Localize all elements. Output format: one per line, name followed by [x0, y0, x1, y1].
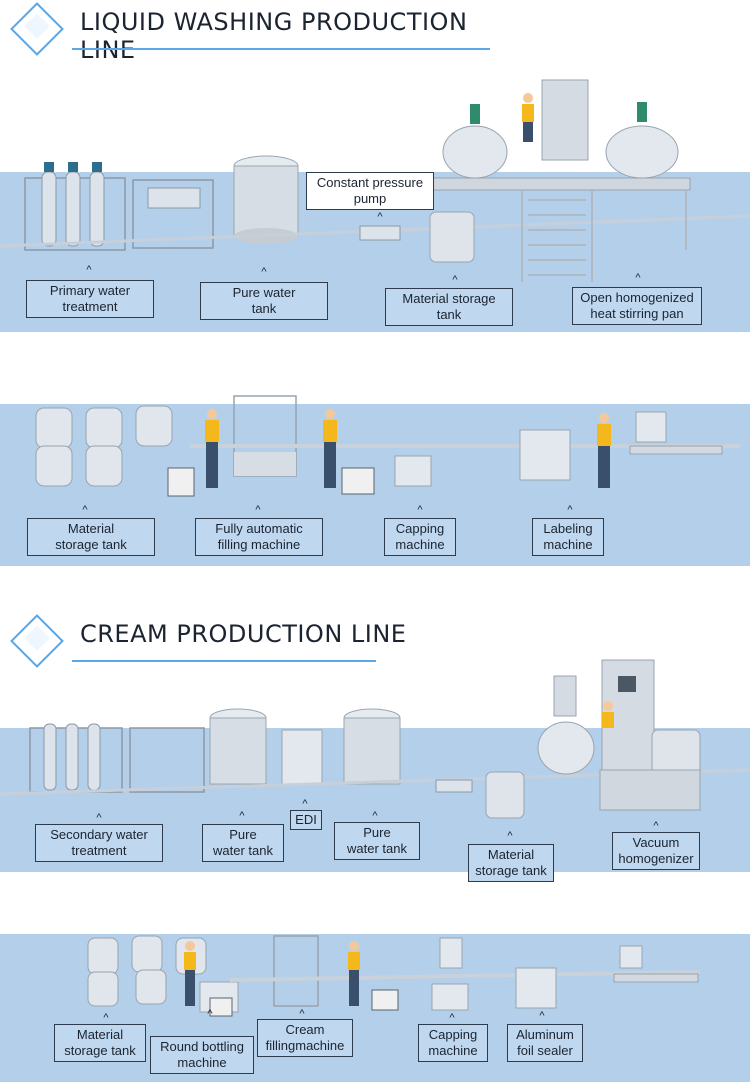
label-aluminum-foil-sealer: Aluminum foil sealer: [507, 1024, 583, 1062]
pointer-caret: ^: [255, 504, 261, 516]
section-header-cream: CREAM PRODUCTION LINE: [0, 614, 520, 674]
pointer-caret: ^: [86, 264, 92, 276]
label-fully-automatic-filling-machine: Fully automatic filling machine: [195, 518, 323, 556]
label-pure-water-tank: Pure water tank: [200, 282, 328, 320]
section-header-liquid: LIQUID WASHING PRODUCTION LINE: [0, 2, 520, 64]
pointer-caret: ^: [372, 810, 378, 822]
label-primary-water-treatment: Primary water treatment: [26, 280, 154, 318]
label-labeling-machine: Labeling machine: [532, 518, 604, 556]
pointer-caret: ^: [449, 1012, 455, 1024]
pointer-caret: ^: [261, 266, 267, 278]
pointer-caret: ^: [507, 830, 513, 842]
label-round-bottling-machine: Round bottling machine: [150, 1036, 254, 1074]
title-underline: [72, 48, 490, 50]
label-open-homogenized-pan: Open homogenized heat stirring pan: [572, 287, 702, 325]
label-material-storage-tank-cream-2: Material storage tank: [54, 1024, 146, 1062]
label-edi: EDI: [290, 810, 322, 830]
liquid-line-1-illustration: [0, 79, 750, 282]
cream-line-1-illustration: [0, 659, 750, 819]
pointer-caret: ^: [539, 1010, 545, 1022]
pointer-caret: ^: [207, 1008, 213, 1020]
pointer-caret: ^: [96, 812, 102, 824]
pointer-caret: ^: [567, 504, 573, 516]
label-material-storage-tank-2: Material storage tank: [27, 518, 155, 556]
label-pure-water-tank-cream-2: Pure water tank: [334, 822, 420, 860]
label-material-storage-tank: Material storage tank: [385, 288, 513, 326]
liquid-line-2-illustration: [35, 395, 740, 497]
pointer-caret: ^: [103, 1012, 109, 1024]
label-material-storage-tank-cream: Material storage tank: [468, 844, 554, 882]
label-cream-filling-machine: Cream fillingmachine: [257, 1019, 353, 1057]
title-underline: [72, 660, 376, 662]
section-title: CREAM PRODUCTION LINE: [80, 620, 407, 648]
pointer-caret: ^: [653, 820, 659, 832]
label-vacuum-homogenizer: Vacuum homogenizer: [612, 832, 700, 870]
label-capping-machine-cream: Capping machine: [418, 1024, 488, 1062]
pointer-caret: ^: [417, 504, 423, 516]
pointer-caret: ^: [82, 504, 88, 516]
label-secondary-water-treatment: Secondary water treatment: [35, 824, 163, 862]
pointer-caret: ^: [377, 211, 383, 223]
pointer-caret: ^: [299, 1008, 305, 1020]
section-title: LIQUID WASHING PRODUCTION LINE: [80, 8, 468, 64]
pointer-caret: ^: [635, 272, 641, 284]
pointer-caret: ^: [302, 798, 308, 810]
pointer-caret: ^: [239, 810, 245, 822]
label-constant-pressure-pump: Constant pressure pump: [306, 172, 434, 210]
label-capping-machine: Capping machine: [384, 518, 456, 556]
pointer-caret: ^: [452, 274, 458, 286]
label-pure-water-tank-cream-1: Pure water tank: [202, 824, 284, 862]
